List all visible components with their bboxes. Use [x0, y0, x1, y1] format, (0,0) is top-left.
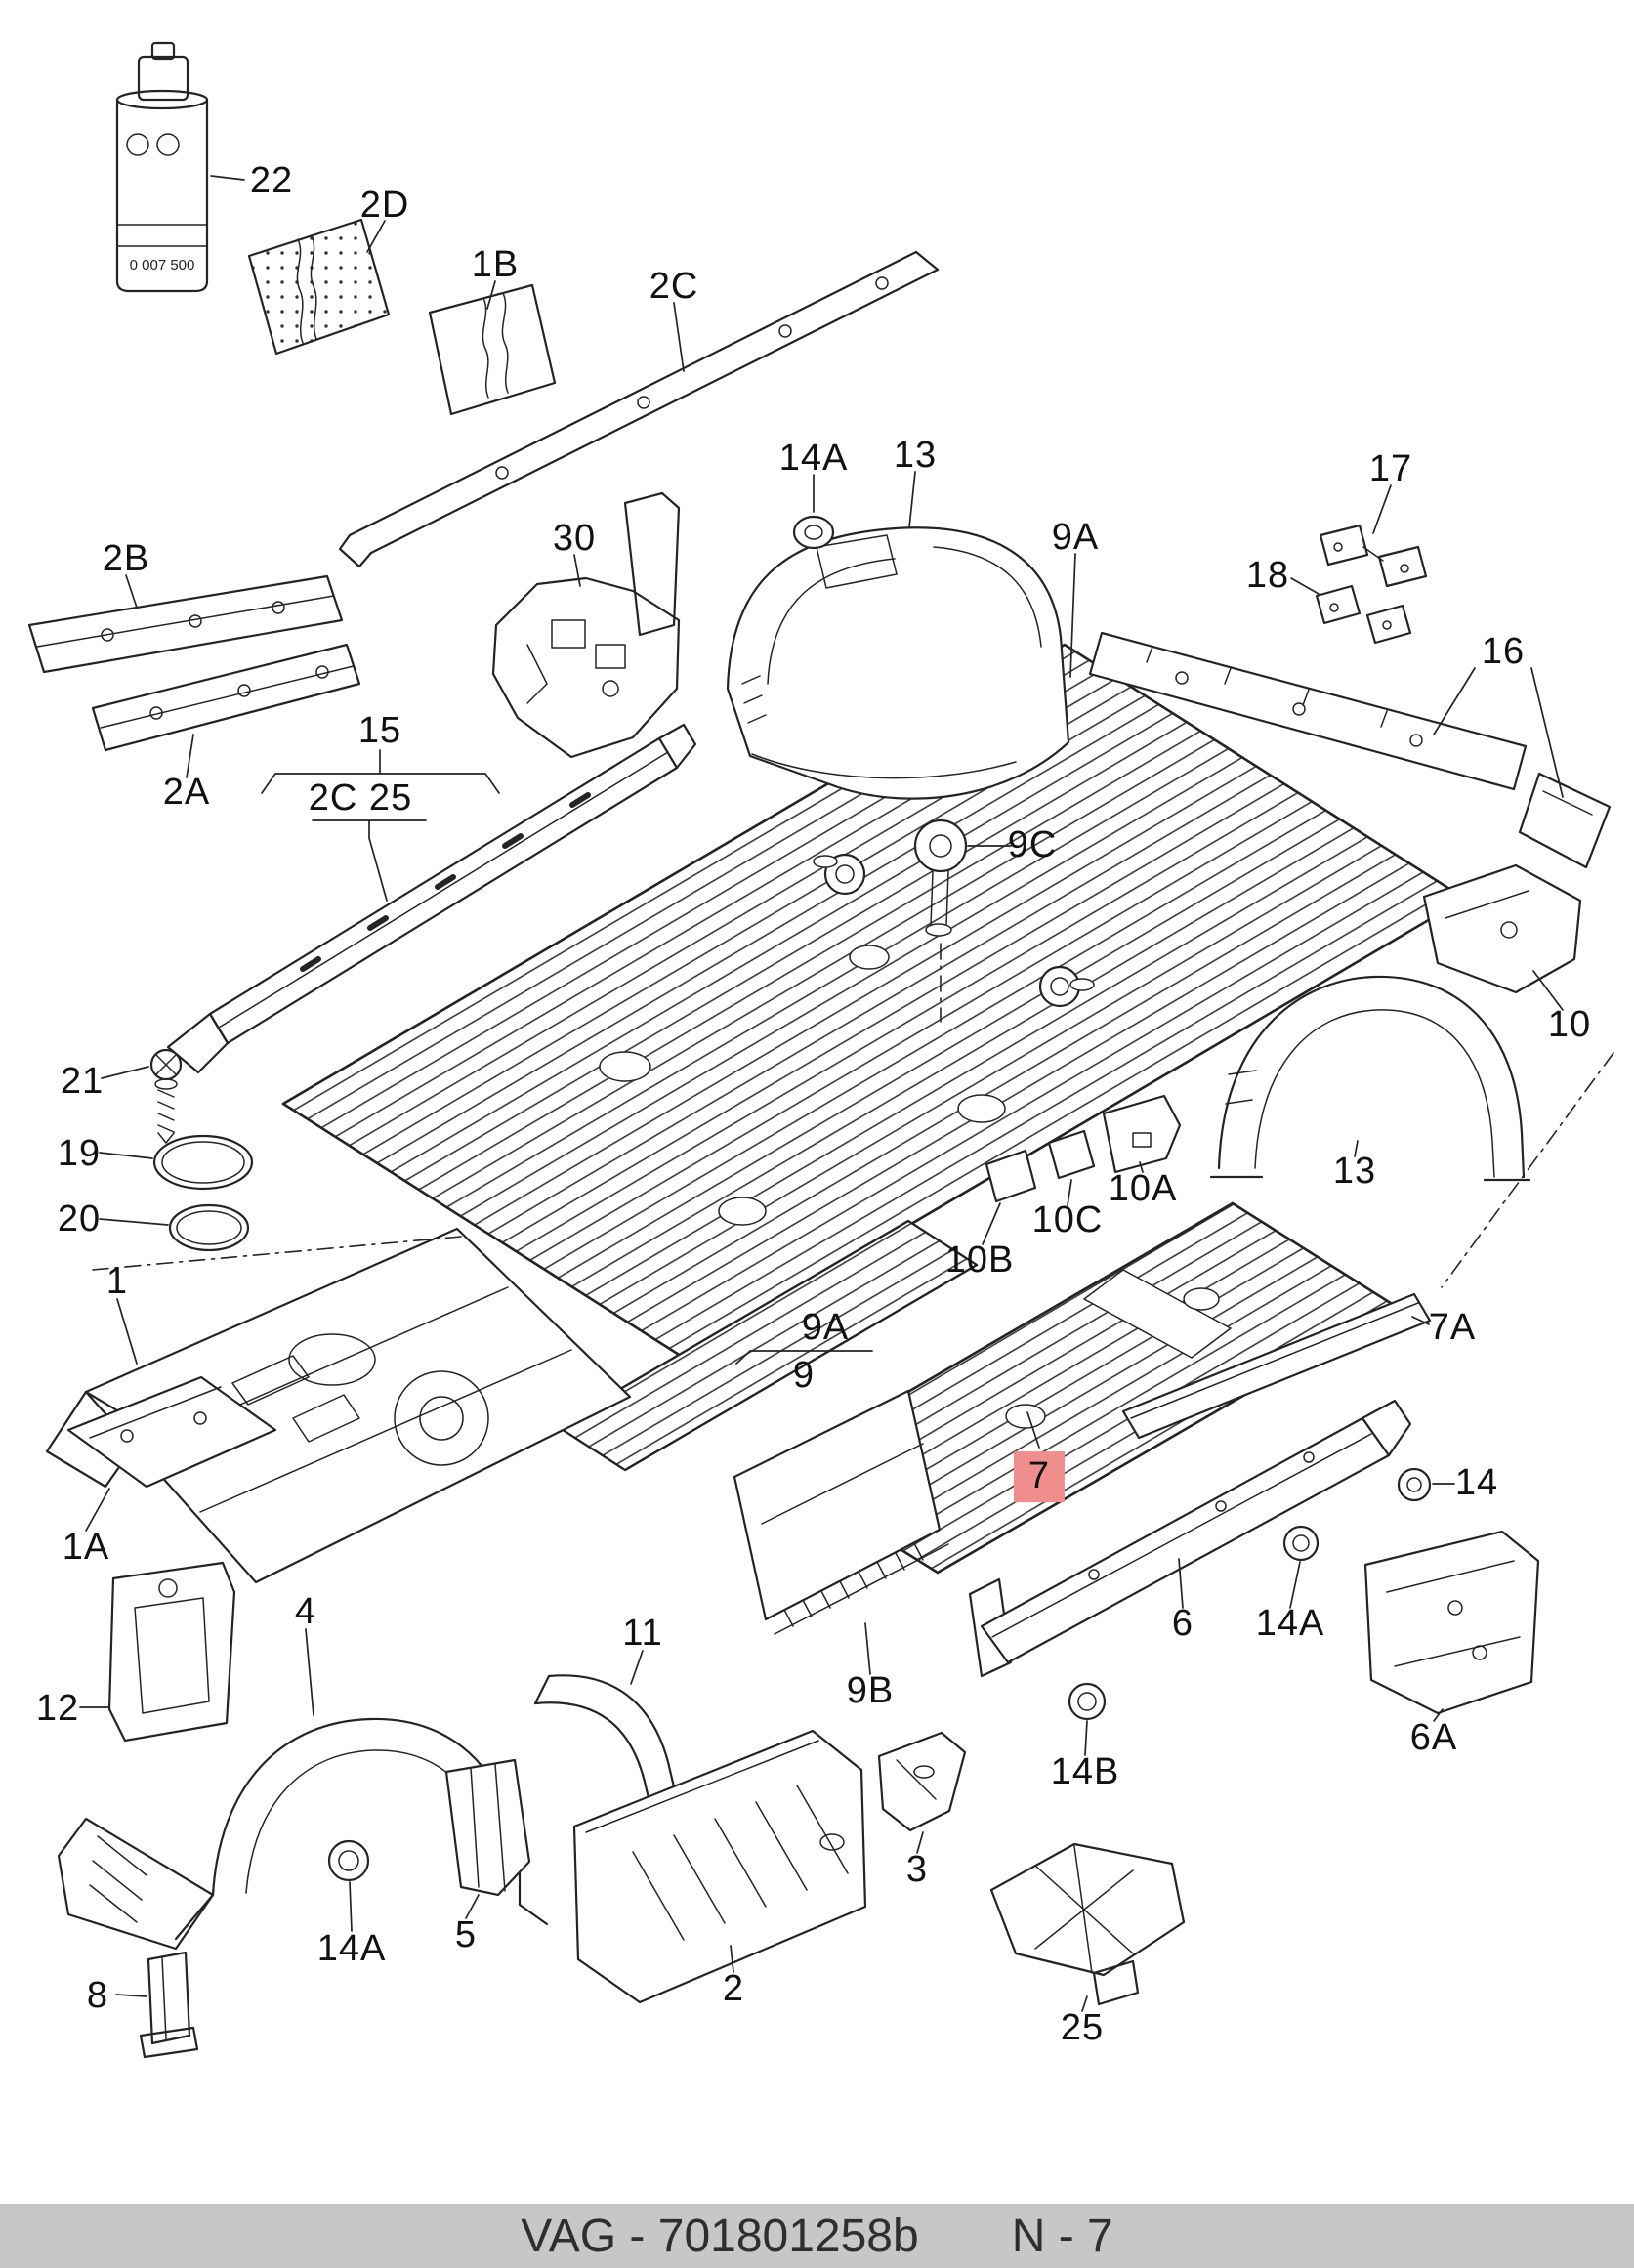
- part-label-10c[interactable]: 10C: [1031, 1199, 1104, 1241]
- reference-dash-dot-lines: [92, 943, 1614, 1288]
- can-label-text: 0 007 500: [130, 257, 195, 273]
- sketch-step-panel-2: [572, 1729, 867, 2004]
- part-label-18[interactable]: 18: [1245, 555, 1290, 597]
- sketch-clip-10a: [1102, 1094, 1182, 1174]
- part-label-11[interactable]: 11: [622, 1613, 663, 1655]
- footer-bar: VAG - 701801258b N - 7: [0, 2204, 1634, 2268]
- sketch-wheel-housing-13-top: [726, 526, 1070, 800]
- sketch-wheel-arch-4: [57, 1717, 549, 1951]
- sketch-ring-19: [152, 1134, 254, 1191]
- part-label-17[interactable]: 17: [1368, 448, 1413, 490]
- part-label-13-top[interactable]: 13: [893, 435, 938, 477]
- sketch-slotted-panel-9b: [733, 1389, 949, 1635]
- part-label-14a-mid[interactable]: 14A: [1255, 1603, 1325, 1645]
- part-label-1a[interactable]: 1A: [62, 1527, 110, 1569]
- part-label-2c-25[interactable]: 2C 25: [308, 777, 413, 819]
- footer-page-code: N - 7: [1011, 2209, 1113, 2262]
- sketch-mid-floor-section: [555, 1219, 979, 1472]
- part-label-15[interactable]: 15: [357, 710, 402, 752]
- part-label-9[interactable]: 9: [792, 1355, 816, 1397]
- part-label-14[interactable]: 14: [1454, 1462, 1499, 1504]
- part-label-7a[interactable]: 7A: [1428, 1307, 1477, 1349]
- part-label-4[interactable]: 4: [294, 1591, 317, 1633]
- footer-catalog-code: VAG - 701801258b: [521, 2209, 919, 2262]
- part-label-3[interactable]: 3: [905, 1849, 929, 1891]
- sketch-grommet-14a-mid: [1282, 1525, 1320, 1562]
- sketch-bracket-10: [1422, 863, 1582, 994]
- sketch-cap-9c: [813, 819, 1095, 991]
- sketch-bracket-5: [444, 1758, 531, 1897]
- part-label-12[interactable]: 12: [35, 1688, 80, 1730]
- sketch-grommet-14: [1397, 1467, 1432, 1502]
- sketch-main-floor-panel: [281, 643, 1467, 1360]
- part-label-9c[interactable]: 9C: [1007, 824, 1058, 866]
- part-label-20[interactable]: 20: [57, 1198, 102, 1240]
- part-label-2d[interactable]: 2D: [359, 185, 410, 227]
- part-label-14a-bottom[interactable]: 14A: [316, 1928, 387, 1970]
- leader-lines: [79, 175, 1564, 2012]
- sketch-grommet-14a-top: [792, 515, 835, 550]
- sketch-rail-2b: [27, 574, 344, 674]
- sketch-brackets-18: [1315, 584, 1412, 645]
- part-label-9b[interactable]: 9B: [846, 1670, 895, 1712]
- sketch-strip-2c: [338, 250, 940, 568]
- part-label-6a[interactable]: 6A: [1409, 1717, 1458, 1759]
- sketch-sill-15: [166, 723, 697, 1074]
- part-label-8[interactable]: 8: [86, 1975, 109, 2017]
- sketch-spray-can-22: 0 007 500: [115, 41, 209, 293]
- sketch-clip-10c: [1047, 1129, 1096, 1180]
- part-label-21[interactable]: 21: [60, 1061, 105, 1103]
- sketch-bracket-25: [989, 1842, 1186, 2006]
- part-label-19[interactable]: 19: [57, 1133, 102, 1175]
- sketch-strip-16: [1088, 631, 1612, 869]
- part-label-6[interactable]: 6: [1171, 1603, 1194, 1645]
- sketch-grommet-14a-bottom: [327, 1839, 370, 1882]
- part-label-30[interactable]: 30: [552, 518, 597, 560]
- sketch-pad-1b: [428, 283, 557, 416]
- part-label-2c-top[interactable]: 2C: [649, 266, 699, 308]
- sketch-pad-2d: [247, 218, 391, 356]
- part-label-14b[interactable]: 14B: [1050, 1751, 1120, 1793]
- sketch-grommet-14b: [1068, 1682, 1107, 1721]
- part-label-13-right[interactable]: 13: [1332, 1151, 1377, 1193]
- sketch-wheel-arch-13-right: [1209, 975, 1531, 1182]
- part-label-1[interactable]: 1: [105, 1261, 129, 1303]
- sketch-brackets-17: [1319, 524, 1428, 588]
- part-label-2b[interactable]: 2B: [102, 538, 150, 580]
- sketch-wedge-3: [877, 1731, 967, 1832]
- part-label-7[interactable]: 7: [1013, 1451, 1066, 1502]
- part-label-1b[interactable]: 1B: [471, 244, 520, 286]
- sketch-clip-10b: [985, 1149, 1037, 1203]
- part-label-10b[interactable]: 10B: [944, 1239, 1015, 1281]
- sketch-bracket-12: [107, 1561, 236, 1743]
- part-label-10a[interactable]: 10A: [1108, 1168, 1178, 1210]
- sketch-rail-2a: [91, 643, 361, 752]
- part-label-14a-top[interactable]: 14A: [778, 438, 849, 480]
- part-label-9a-top[interactable]: 9A: [1051, 517, 1100, 559]
- sketch-clip-8: [139, 1951, 199, 2059]
- part-label-10[interactable]: 10: [1547, 1004, 1592, 1046]
- sketch-screw-21: [149, 1048, 183, 1144]
- part-label-9a-mid[interactable]: 9A: [801, 1307, 850, 1349]
- sketch-ring-20: [168, 1203, 250, 1252]
- sketch-plate-1a: [66, 1375, 277, 1489]
- sketch-rail-6: [968, 1399, 1412, 1678]
- part-label-16[interactable]: 16: [1481, 631, 1526, 673]
- part-label-2a[interactable]: 2A: [162, 772, 211, 814]
- part-label-22[interactable]: 22: [249, 160, 294, 202]
- part-label-25[interactable]: 25: [1060, 2007, 1105, 2049]
- sketch-bracket-30: [491, 491, 681, 759]
- sketch-sill-strip-7a: [1121, 1292, 1432, 1440]
- part-label-5[interactable]: 5: [454, 1914, 478, 1956]
- sketch-bracket-6a: [1363, 1530, 1540, 1715]
- part-label-2[interactable]: 2: [722, 1968, 745, 2010]
